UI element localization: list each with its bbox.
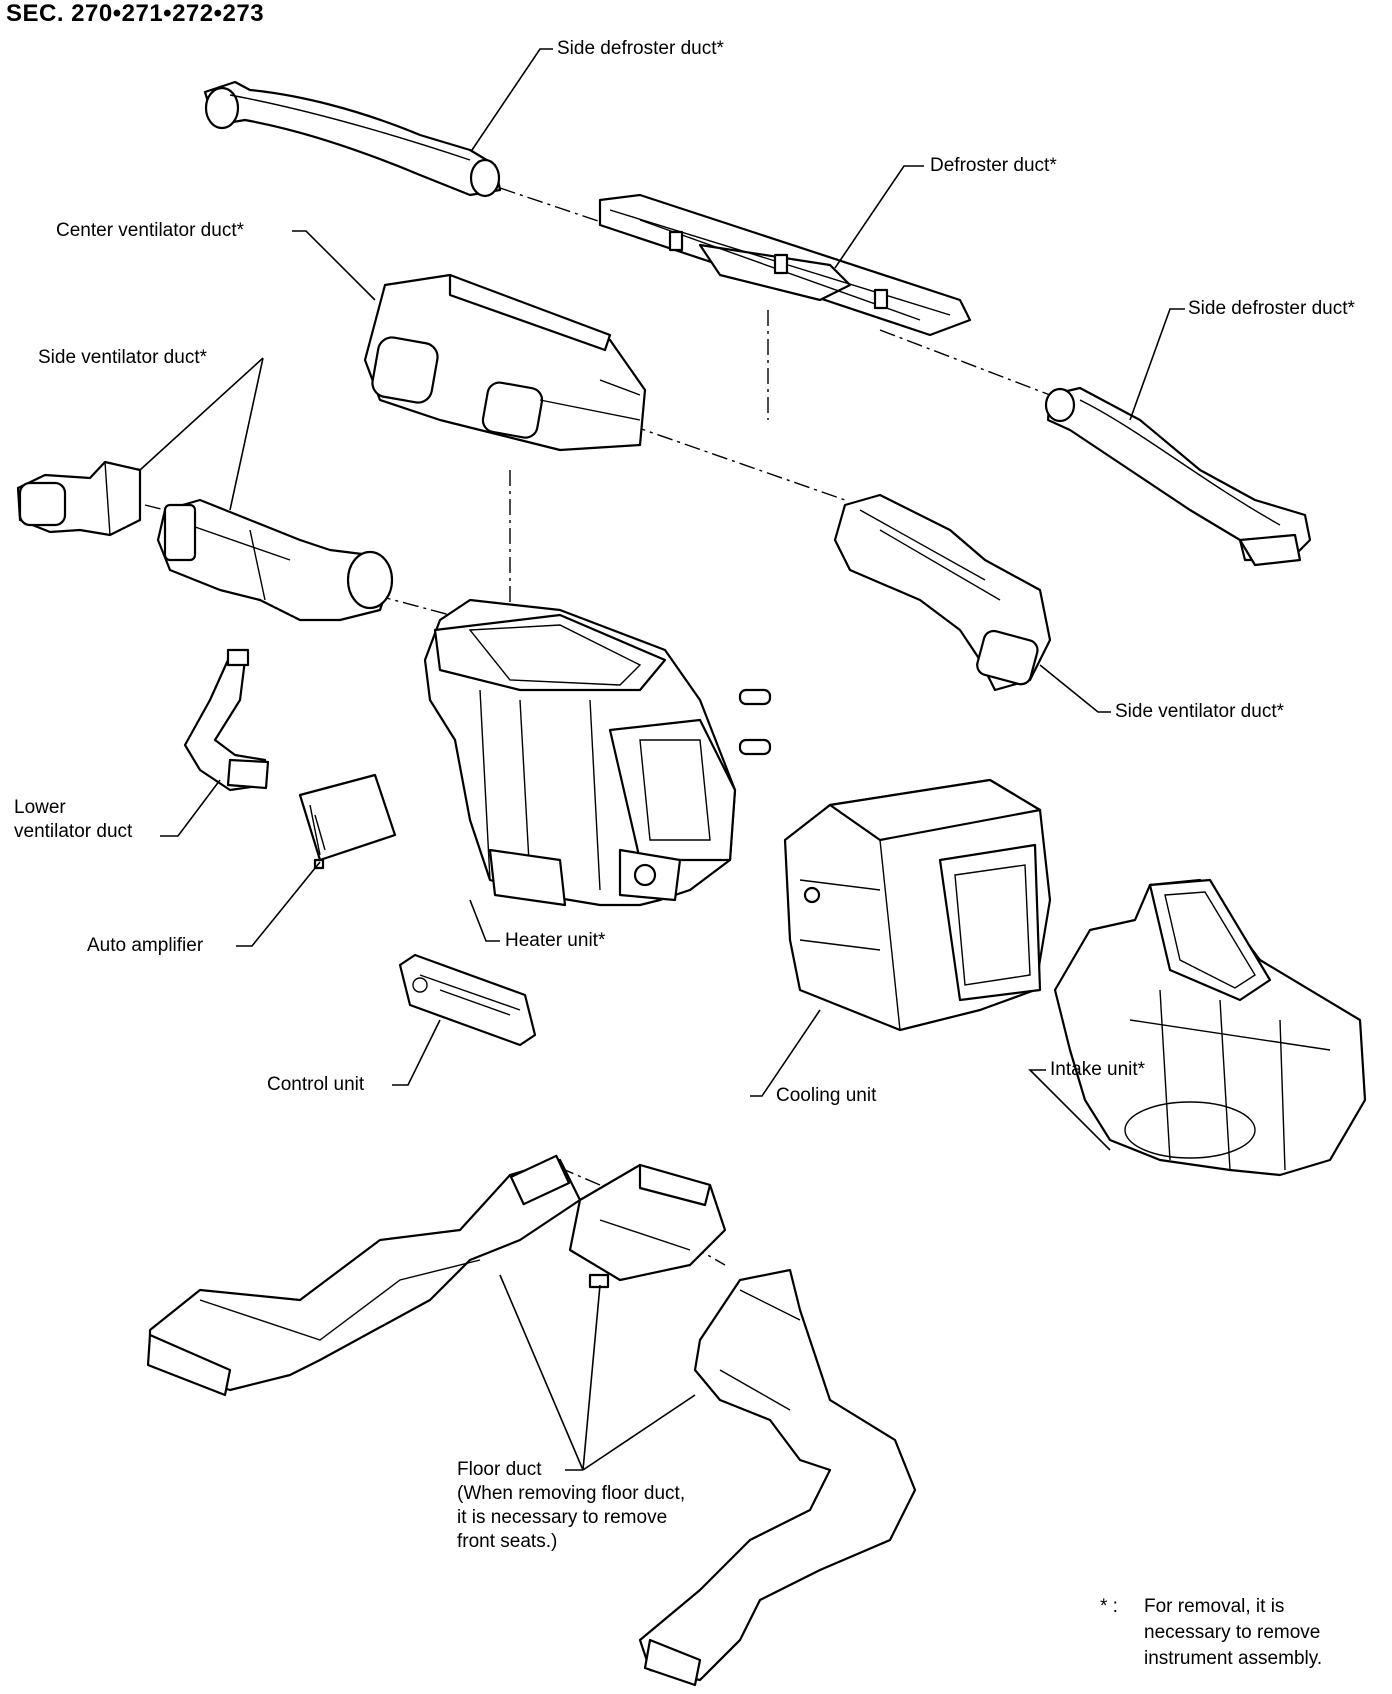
footnote-line-2: necessary to remove <box>1144 1622 1321 1643</box>
footnote-marker: * : <box>1100 1596 1118 1617</box>
label-heater-unit: Heater unit* <box>505 930 606 951</box>
section-title: SEC. 270•271•272•273 <box>6 0 265 27</box>
side-ventilator-duct-right-part <box>833 493 1052 692</box>
label-auto-amplifier: Auto amplifier <box>87 935 204 956</box>
label-floor-duct-line-4: front seats.) <box>457 1531 558 1552</box>
label-side-ventilator-duct-left: Side ventilator duct* <box>38 347 207 368</box>
lower-ventilator-duct-part <box>183 648 270 792</box>
footnote-line-1: For removal, it is <box>1144 1596 1285 1617</box>
intake-unit-part <box>1053 878 1367 1177</box>
leader-lines <box>139 48 1185 1471</box>
label-floor-duct: Floor duct (When removing floor duct, it… <box>457 1458 757 1554</box>
side-ventilator-duct-left-small-part <box>16 460 142 537</box>
label-control-unit: Control unit <box>267 1074 365 1095</box>
footnote-line-3: instrument assembly. <box>1144 1648 1323 1669</box>
label-side-ventilator-duct-right: Side ventilator duct* <box>1115 701 1284 722</box>
heater-unit-part <box>423 598 772 907</box>
footnote-text: For removal, it is necessary to remove i… <box>1144 1594 1384 1672</box>
center-ventilator-duct-part <box>363 273 647 452</box>
label-lower-ventilator-duct-line-1: Lower <box>14 797 66 818</box>
label-intake-unit: Intake unit* <box>1050 1059 1146 1080</box>
footnote: * : For removal, it is necessary to remo… <box>1100 1594 1390 1684</box>
cooling-unit-part <box>783 778 1052 1032</box>
control-unit-part <box>398 953 537 1047</box>
label-cooling-unit: Cooling unit <box>776 1085 877 1106</box>
label-floor-duct-line-3: it is necessary to remove <box>457 1507 668 1528</box>
floor-duct-left-part <box>146 1154 582 1397</box>
side-defroster-duct-right-part <box>1044 386 1312 567</box>
alignment-lines <box>144 187 1051 1266</box>
label-lower-ventilator-duct: Lower ventilator duct <box>14 796 174 844</box>
defroster-duct-part <box>598 193 972 337</box>
side-ventilator-duct-left-large-part <box>156 498 394 622</box>
label-defroster-duct: Defroster duct* <box>930 155 1057 176</box>
label-side-defroster-duct-left: Side defroster duct* <box>557 38 724 59</box>
label-floor-duct-line-2: (When removing floor duct, <box>457 1483 686 1504</box>
label-center-ventilator-duct: Center ventilator duct* <box>56 220 244 241</box>
label-floor-duct-line-1: Floor duct <box>457 1459 542 1480</box>
label-lower-ventilator-duct-line-2: ventilator duct <box>14 821 133 842</box>
side-defroster-duct-left-part <box>203 80 502 198</box>
floor-duct-center-part <box>568 1163 727 1289</box>
auto-amplifier-part <box>298 773 397 870</box>
label-side-defroster-duct-right: Side defroster duct* <box>1188 298 1355 319</box>
floor-duct-right-part <box>638 1268 917 1687</box>
